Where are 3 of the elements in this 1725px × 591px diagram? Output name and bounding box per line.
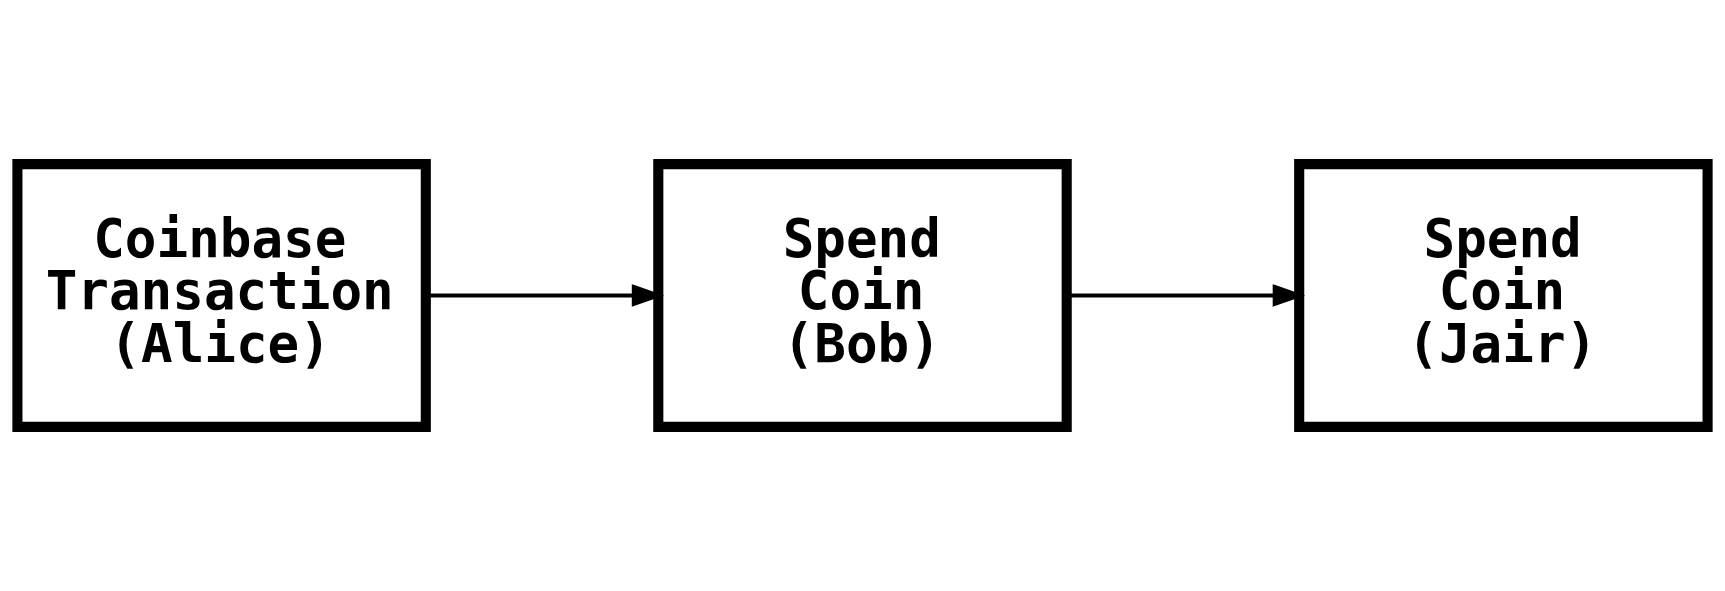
node-box: Spend Coin (Jair) bbox=[1294, 159, 1713, 432]
node-box: Spend Coin (Bob) bbox=[653, 159, 1072, 432]
node-box: Coinbase Transaction (Alice) bbox=[12, 159, 431, 432]
